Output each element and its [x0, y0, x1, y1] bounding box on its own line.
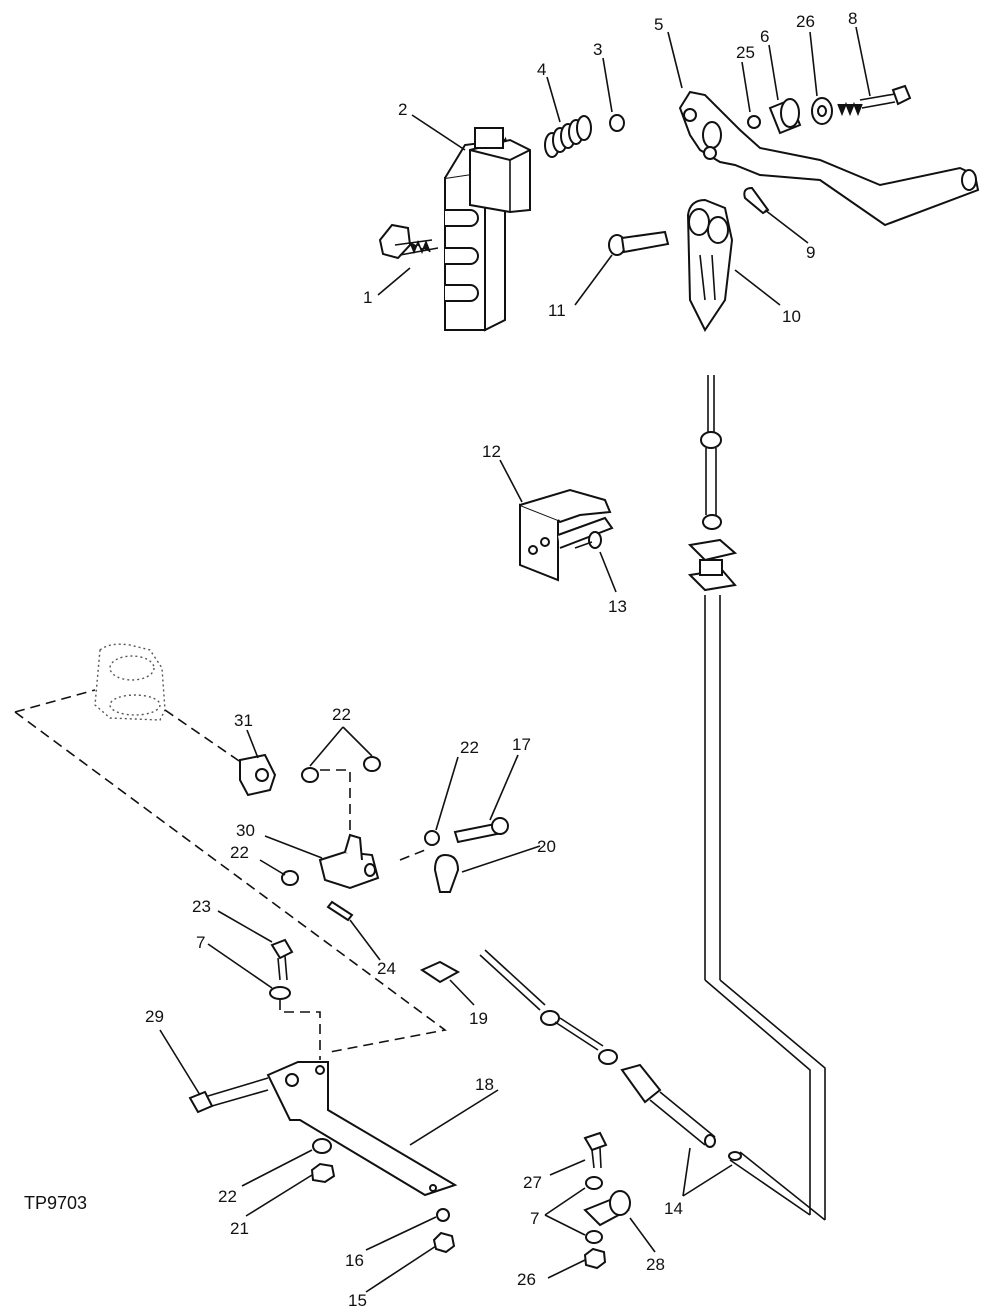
- figure-reference: TP9703: [24, 1193, 87, 1213]
- part-18-bracket: [266, 1061, 458, 1197]
- part-1-bolt: [378, 223, 439, 260]
- callout-31: 31: [234, 711, 253, 730]
- callout-12: 12: [482, 442, 501, 461]
- callout-19: 19: [469, 1009, 488, 1028]
- callout-25: 25: [736, 43, 755, 62]
- callout-23: 23: [192, 897, 211, 916]
- callout-20: 20: [537, 837, 556, 856]
- callout-22-right: 22: [460, 738, 479, 757]
- callout-11: 11: [548, 301, 566, 320]
- callout-6: 6: [760, 27, 769, 46]
- part-22-washer: [424, 830, 440, 846]
- callout-4: 4: [537, 60, 546, 79]
- callout-labels: 1 2 3 4 5 25 6 26 8 9 10 11 12 13 31 22 …: [145, 9, 857, 1310]
- part-11-clevis-pin: [608, 230, 670, 256]
- part-16-washer: [436, 1208, 450, 1222]
- part-3-ring: [609, 114, 625, 132]
- callout-18: 18: [475, 1075, 494, 1094]
- callout-22-pair: 22: [332, 705, 351, 724]
- part-26-washer-top: [811, 97, 833, 125]
- pedal-dotted-outline: [94, 643, 166, 721]
- callout-1: 1: [363, 288, 372, 307]
- callout-3: 3: [593, 40, 602, 59]
- part-29-bolt: [188, 1077, 269, 1114]
- callout-16: 16: [345, 1251, 364, 1270]
- callout-7-left: 7: [196, 933, 205, 952]
- callout-5: 5: [654, 15, 663, 34]
- callout-22-bottom: 22: [218, 1187, 237, 1206]
- callout-9: 9: [806, 243, 815, 262]
- part-26-nut: [583, 1247, 607, 1270]
- part-27-bolt: [583, 1131, 608, 1169]
- part-25-washer: [747, 115, 761, 129]
- callout-26-bottom: 26: [517, 1270, 536, 1289]
- callout-21: 21: [230, 1219, 249, 1238]
- part-15-nut: [432, 1231, 456, 1254]
- part-4-spring: [544, 115, 592, 158]
- part-8-bolt: [837, 84, 912, 117]
- part-24-cotter-pin: [326, 900, 354, 922]
- part-22-washer: [363, 756, 381, 772]
- part-30-yoke: [318, 833, 380, 890]
- callout-2: 2: [398, 100, 407, 119]
- callout-14: 14: [664, 1199, 683, 1218]
- part-2-bracket: [444, 127, 531, 332]
- part-28-clamp: [583, 1190, 631, 1227]
- part-14-cable-short: [479, 949, 716, 1148]
- part-9-cotter-pin: [743, 186, 770, 215]
- part-10-clevis: [686, 198, 734, 332]
- callout-29: 29: [145, 1007, 164, 1026]
- part-22-washer: [281, 870, 299, 886]
- part-7-washer: [585, 1176, 603, 1190]
- callout-17: 17: [512, 735, 531, 754]
- callout-15: 15: [348, 1291, 367, 1310]
- callout-24: 24: [377, 959, 396, 978]
- part-6-bushing: [768, 98, 802, 135]
- part-7-washer: [269, 986, 291, 1000]
- callout-28: 28: [646, 1255, 665, 1274]
- callout-7-right: 7: [530, 1209, 539, 1228]
- callout-10: 10: [782, 307, 801, 326]
- part-5-lever: [678, 90, 980, 227]
- callout-27: 27: [523, 1173, 542, 1192]
- callout-8: 8: [848, 9, 857, 28]
- part-7-washer: [585, 1230, 603, 1244]
- part-14-cable-long: [687, 375, 826, 1221]
- part-19-clamp: [419, 960, 461, 984]
- part-22-washer: [312, 1138, 332, 1154]
- part-23-bolt: [270, 938, 294, 981]
- callout-30: 30: [236, 821, 255, 840]
- part-21-nut: [310, 1162, 336, 1184]
- callout-22-left: 22: [230, 843, 249, 862]
- part-22-washer: [301, 767, 319, 783]
- leader-lines: [159, 26, 871, 1293]
- part-13-screw: [574, 531, 602, 549]
- callout-13: 13: [608, 597, 627, 616]
- assembly-dashed-lines: [14, 689, 447, 1060]
- callout-26-top: 26: [796, 12, 815, 31]
- part-12-bracket: [519, 488, 614, 582]
- part-17-pin: [453, 817, 509, 844]
- part-20-clip: [433, 853, 460, 893]
- part-31-bracket: [239, 753, 277, 797]
